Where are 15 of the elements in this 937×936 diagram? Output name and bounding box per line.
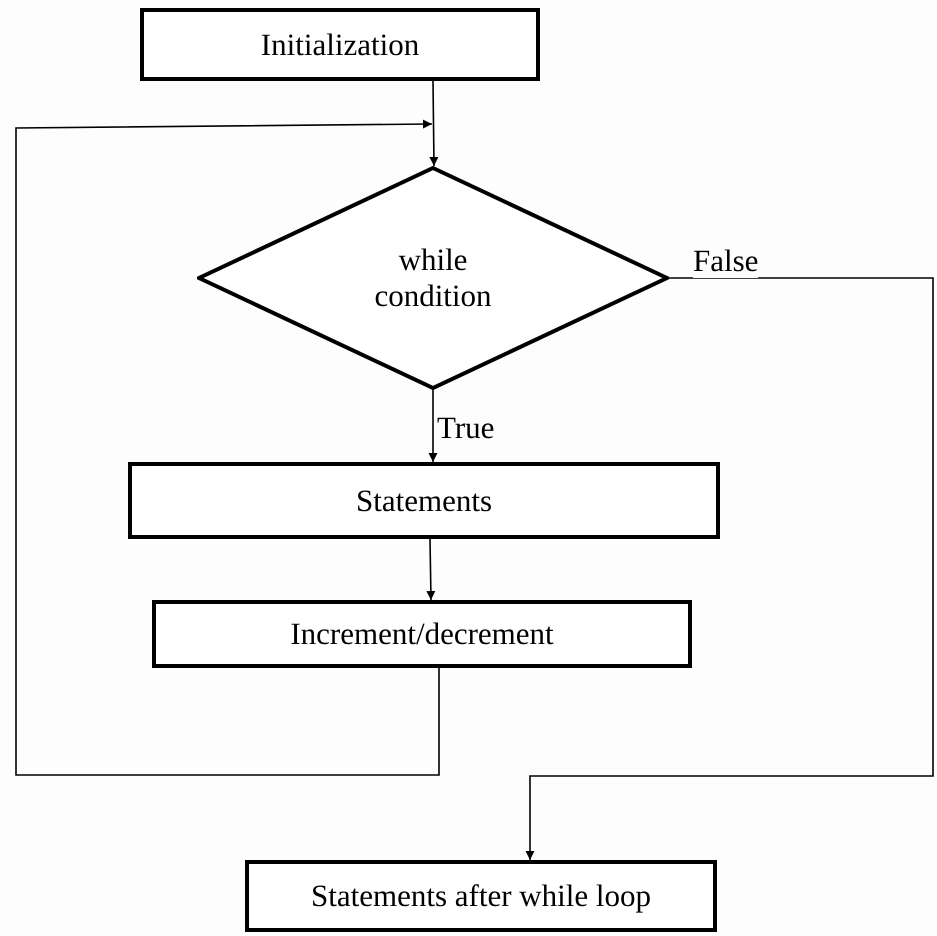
node-label: Increment/decrement [290, 616, 554, 652]
arrow [428, 390, 438, 462]
process-box [128, 462, 720, 539]
process-box [140, 8, 540, 81]
arrow [526, 277, 934, 860]
arrow [15, 120, 440, 776]
node-label: Statements [356, 482, 492, 518]
decision-diamond [197, 166, 669, 390]
arrow [426, 538, 436, 600]
node-label: while condition [373, 242, 493, 314]
node-label: Initialization [260, 26, 420, 62]
arrow [429, 80, 438, 166]
process-box [245, 860, 717, 932]
process-box [152, 600, 692, 668]
node-label: Statements after while loop [310, 878, 652, 914]
